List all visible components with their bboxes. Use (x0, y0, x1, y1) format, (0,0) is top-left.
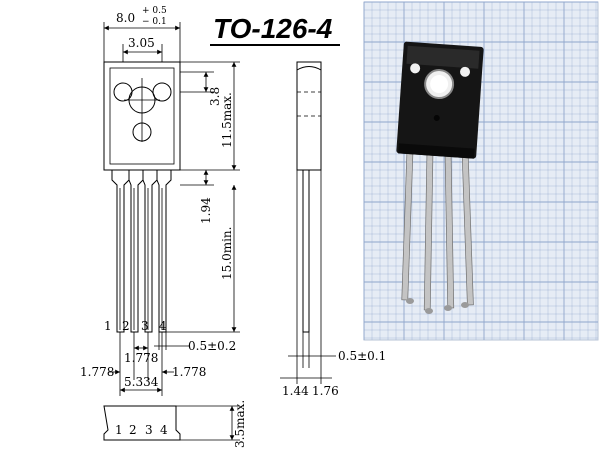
package-title: TO-126-4 (213, 13, 333, 44)
front-view: 8.0 + 0.5 − 0.1 3.05 3.8 11.5max. (103, 6, 240, 353)
side-view: 0.5±0.1 1.44 1.76 (280, 61, 386, 398)
front-leads (111, 170, 172, 333)
front-body-inner-outline (109, 67, 175, 165)
lead-3 (142, 170, 158, 333)
hole-spacing-label: 3.05 (128, 36, 155, 50)
width-nominal-label: 8.0 (116, 11, 135, 25)
left-offset-label: 1.44 (282, 384, 309, 398)
lead-length-label: 15.0min. (220, 227, 234, 280)
body-height-label: 11.5max. (220, 92, 234, 148)
front-pin-label-1: 1 (104, 319, 112, 333)
hole-height-label: 3.8 (208, 87, 222, 106)
pitch-dimensions: 1.778 1.778 1.778 5.334 (80, 332, 206, 396)
front-body-outline (103, 61, 181, 171)
width-tolerance-plus-label: + 0.5 (142, 6, 167, 16)
lead-1 (111, 170, 130, 333)
front-pin-label-3: 3 (141, 319, 149, 333)
lead-thickness-label: 0.5±0.1 (338, 349, 386, 363)
bottom-view: 3.5max. 1 2 3 4 (103, 400, 247, 448)
total-span-label: 5.334 (124, 375, 159, 389)
right-mounting-hole (152, 82, 172, 102)
bottom-pin-label-3: 3 (145, 423, 153, 437)
lead-2 (128, 170, 144, 333)
front-pin-label-4: 4 (159, 319, 167, 333)
inner-pitch-label: 1.778 (124, 351, 158, 365)
width-tolerance-minus-label: − 0.1 (142, 17, 167, 27)
right-pitch-label: 1.778 (172, 365, 206, 379)
photo-component-body (396, 41, 484, 159)
right-offset-label: 1.76 (312, 384, 339, 398)
photo-leads (401, 149, 474, 314)
lead-shoulder-label: 1.94 (199, 197, 213, 224)
component-photo (363, 1, 599, 341)
lead-4 (156, 170, 172, 333)
bottom-pin-label-4: 4 (160, 423, 168, 437)
bottom-height-label: 3.5max. (233, 400, 247, 448)
side-lead (302, 169, 310, 333)
side-body-top-bevel (296, 66, 322, 71)
front-pin-label-2: 2 (122, 319, 130, 333)
bottom-pin-label-1: 1 (115, 423, 123, 437)
lead-width-label: 0.5±0.2 (188, 339, 236, 353)
bottom-pin-label-2: 2 (129, 423, 137, 437)
left-pitch-label: 1.778 (80, 365, 114, 379)
